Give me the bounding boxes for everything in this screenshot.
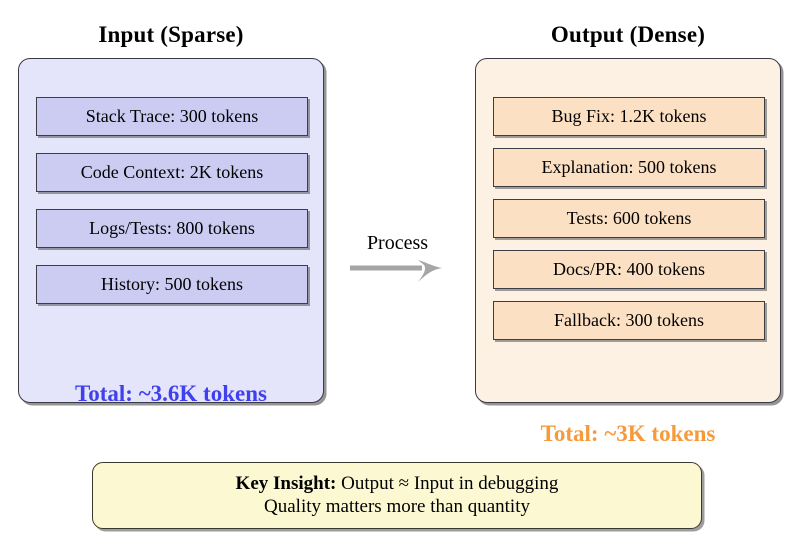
output-total-label: Total: ~3K tokens xyxy=(540,421,716,446)
input-item-history[interactable]: History: 500 tokens xyxy=(36,265,308,304)
key-insight-prefix: Key Insight: xyxy=(235,473,337,495)
key-insight-statement: Output ≈ Input in debugging xyxy=(336,473,559,495)
input-column-title: Input (Sparse) xyxy=(98,22,244,47)
right-arrow-icon xyxy=(350,260,442,282)
input-item-code-context[interactable]: Code Context: 2K tokens xyxy=(36,153,308,192)
output-panel: Bug Fix: 1.2K tokens Explanation: 500 to… xyxy=(475,58,781,446)
input-item-logs-tests[interactable]: Logs/Tests: 800 tokens xyxy=(36,209,308,248)
output-item-tests[interactable]: Tests: 600 tokens xyxy=(493,199,765,238)
input-item-stack-trace[interactable]: Stack Trace: 300 tokens xyxy=(36,97,308,136)
output-item-docs-pr[interactable]: Docs/PR: 400 tokens xyxy=(493,250,765,289)
process-label: Process xyxy=(366,232,429,254)
input-panel: Stack Trace: 300 tokens Code Context: 2K… xyxy=(18,58,324,406)
output-item-bug-fix[interactable]: Bug Fix: 1.2K tokens xyxy=(493,97,765,136)
key-insight-line-2: Quality matters more than quantity xyxy=(264,495,530,517)
key-insight-callout: Key Insight: Output ≈ Input in debugging… xyxy=(92,462,702,529)
output-item-list: Bug Fix: 1.2K tokens Explanation: 500 to… xyxy=(493,97,765,352)
output-item-fallback[interactable]: Fallback: 300 tokens xyxy=(493,301,765,340)
key-insight-line-1: Key Insight: Output ≈ Input in debugging xyxy=(236,473,559,495)
process-group: Process xyxy=(340,232,460,292)
output-item-explanation[interactable]: Explanation: 500 tokens xyxy=(493,148,765,187)
input-total-label: Total: ~3.6K tokens xyxy=(75,381,267,406)
input-item-list: Stack Trace: 300 tokens Code Context: 2K… xyxy=(36,97,308,321)
output-column-title: Output (Dense) xyxy=(550,22,706,47)
